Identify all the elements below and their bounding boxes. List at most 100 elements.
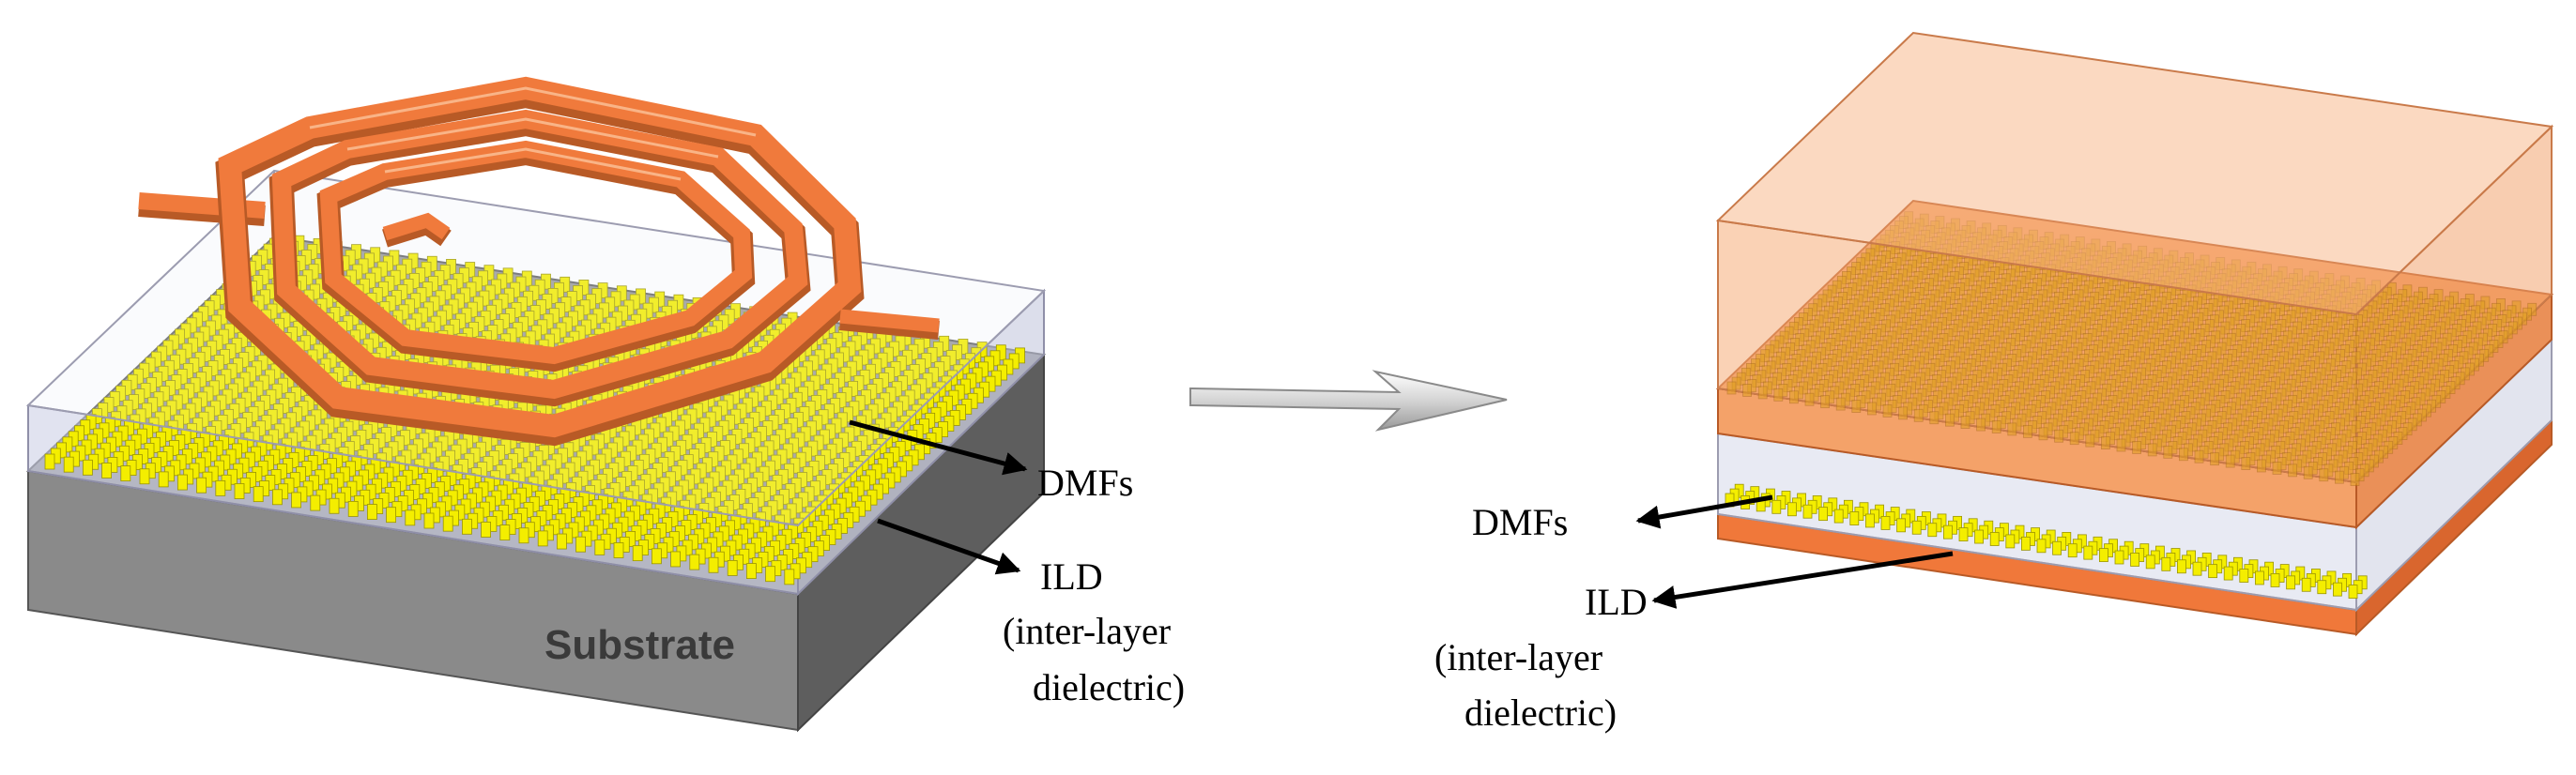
dmf-block [271, 489, 283, 506]
dmf-block [652, 548, 662, 565]
dmf-block [234, 483, 245, 499]
dmf-block [1880, 516, 1891, 530]
dmf-block [347, 501, 359, 517]
dmf-block [2301, 577, 2311, 592]
dmf-block [2272, 461, 2282, 475]
dmf-block [557, 533, 567, 550]
dmf-block [613, 542, 624, 558]
dmf-block [1911, 520, 1922, 535]
dmf-block [2239, 569, 2249, 583]
ild-label-right-line3: dielectric) [1464, 691, 1617, 734]
dmf-block [1976, 418, 1986, 432]
dmf-block [2225, 454, 2235, 468]
dmf-block [2161, 556, 2171, 571]
dmf-block [139, 468, 150, 485]
dmf-block [1958, 527, 1969, 541]
dmf-block [2348, 585, 2358, 599]
dmf-block [2052, 540, 2062, 555]
dmf-block [2334, 470, 2344, 484]
dmf-block [1789, 390, 1799, 404]
dmf-block [405, 509, 416, 526]
dmf-block [2178, 448, 2188, 462]
substrate-label: Substrate [544, 622, 735, 668]
dmf-block [1927, 523, 1938, 538]
dmf-block [2163, 445, 2173, 459]
dmf-block [1818, 507, 1828, 522]
dmf-block [708, 556, 719, 573]
dmf-block [386, 507, 397, 524]
dmf-block [746, 563, 757, 579]
dmf-block [2069, 432, 2079, 446]
dmf-block [423, 512, 435, 529]
dmf-block [2270, 573, 2280, 587]
dmf-block [670, 551, 681, 568]
dmf-block [499, 524, 511, 540]
dmf-block [1773, 388, 1784, 402]
dmf-block [291, 492, 302, 509]
dmf-block [2116, 438, 2126, 452]
dmf-block [727, 560, 738, 576]
dmf-block [2256, 459, 2266, 473]
dmf-block [2241, 457, 2251, 470]
dmf-label-left: DMFs [1037, 462, 1133, 504]
dmf-block [2022, 424, 2032, 438]
dmf-block [575, 536, 586, 553]
dmf-block [2288, 463, 2298, 478]
dmf-block [537, 530, 548, 547]
dmf-block [1896, 518, 1906, 533]
dmf-block [1865, 513, 1875, 528]
right-device: DMFs ILD (inter-layer dielectric) [1434, 31, 2554, 734]
dmf-block [2350, 473, 2360, 487]
dmf-block [176, 474, 188, 491]
ild-label-right-line1: ILD [1585, 581, 1648, 623]
dmf-block [215, 479, 226, 496]
dmf-block [1960, 416, 1970, 430]
dmf-block [2319, 468, 2329, 482]
dmf-block [2114, 550, 2124, 565]
dmf-block [196, 477, 207, 494]
cap-top [1715, 31, 2554, 316]
dmf-block [63, 456, 74, 473]
dmf-block [2007, 422, 2017, 436]
dmf-block [310, 494, 321, 511]
dmf-block [2176, 559, 2186, 574]
dmf-block [1913, 408, 1924, 422]
dmf-block [1849, 511, 1860, 525]
dmf-block [1742, 384, 1752, 397]
ild-label-left-line3: dielectric) [1033, 666, 1185, 708]
dmf-block [1989, 532, 2000, 546]
dmf-block [2098, 548, 2108, 562]
dmf-block [1820, 395, 1830, 409]
dmf-block [329, 497, 340, 514]
dmf-block [253, 486, 264, 503]
dmf-block [1802, 504, 1813, 519]
dmf-block [594, 539, 606, 555]
pointer-arrow-icon [849, 419, 1028, 476]
dmf-block [2286, 575, 2296, 590]
dmf-block [2005, 534, 2016, 549]
dmf-block [2192, 561, 2202, 576]
dmf-block [1867, 402, 1877, 416]
dmf-block [158, 471, 169, 488]
dmf-block [1942, 524, 1953, 539]
dmf-block [1757, 386, 1768, 400]
dmf-block [689, 554, 700, 570]
dmf-block [2020, 536, 2031, 551]
dmf-block [1991, 420, 2001, 433]
pointer-arrow-icon [1635, 494, 1773, 529]
pointer-arrow-icon [1651, 551, 1954, 609]
ild-label-right-line2: (inter-layer [1434, 636, 1602, 678]
dmf-block [2303, 465, 2313, 479]
dmf-block [2317, 580, 2327, 595]
ild-label-left-line2: (inter-layer [1003, 610, 1171, 652]
dmf-block [1851, 400, 1862, 413]
dmf-block [83, 459, 93, 476]
dmf-block [1929, 411, 1940, 425]
dmf-block [1882, 403, 1893, 418]
ild-label-left-line1: ILD [1040, 555, 1103, 598]
dmf-block [2036, 539, 2047, 554]
dmf-block [2085, 433, 2095, 448]
dmf-block [1787, 502, 1797, 517]
transition-arrow-icon [1189, 370, 1508, 432]
dmf-block [1726, 381, 1737, 395]
